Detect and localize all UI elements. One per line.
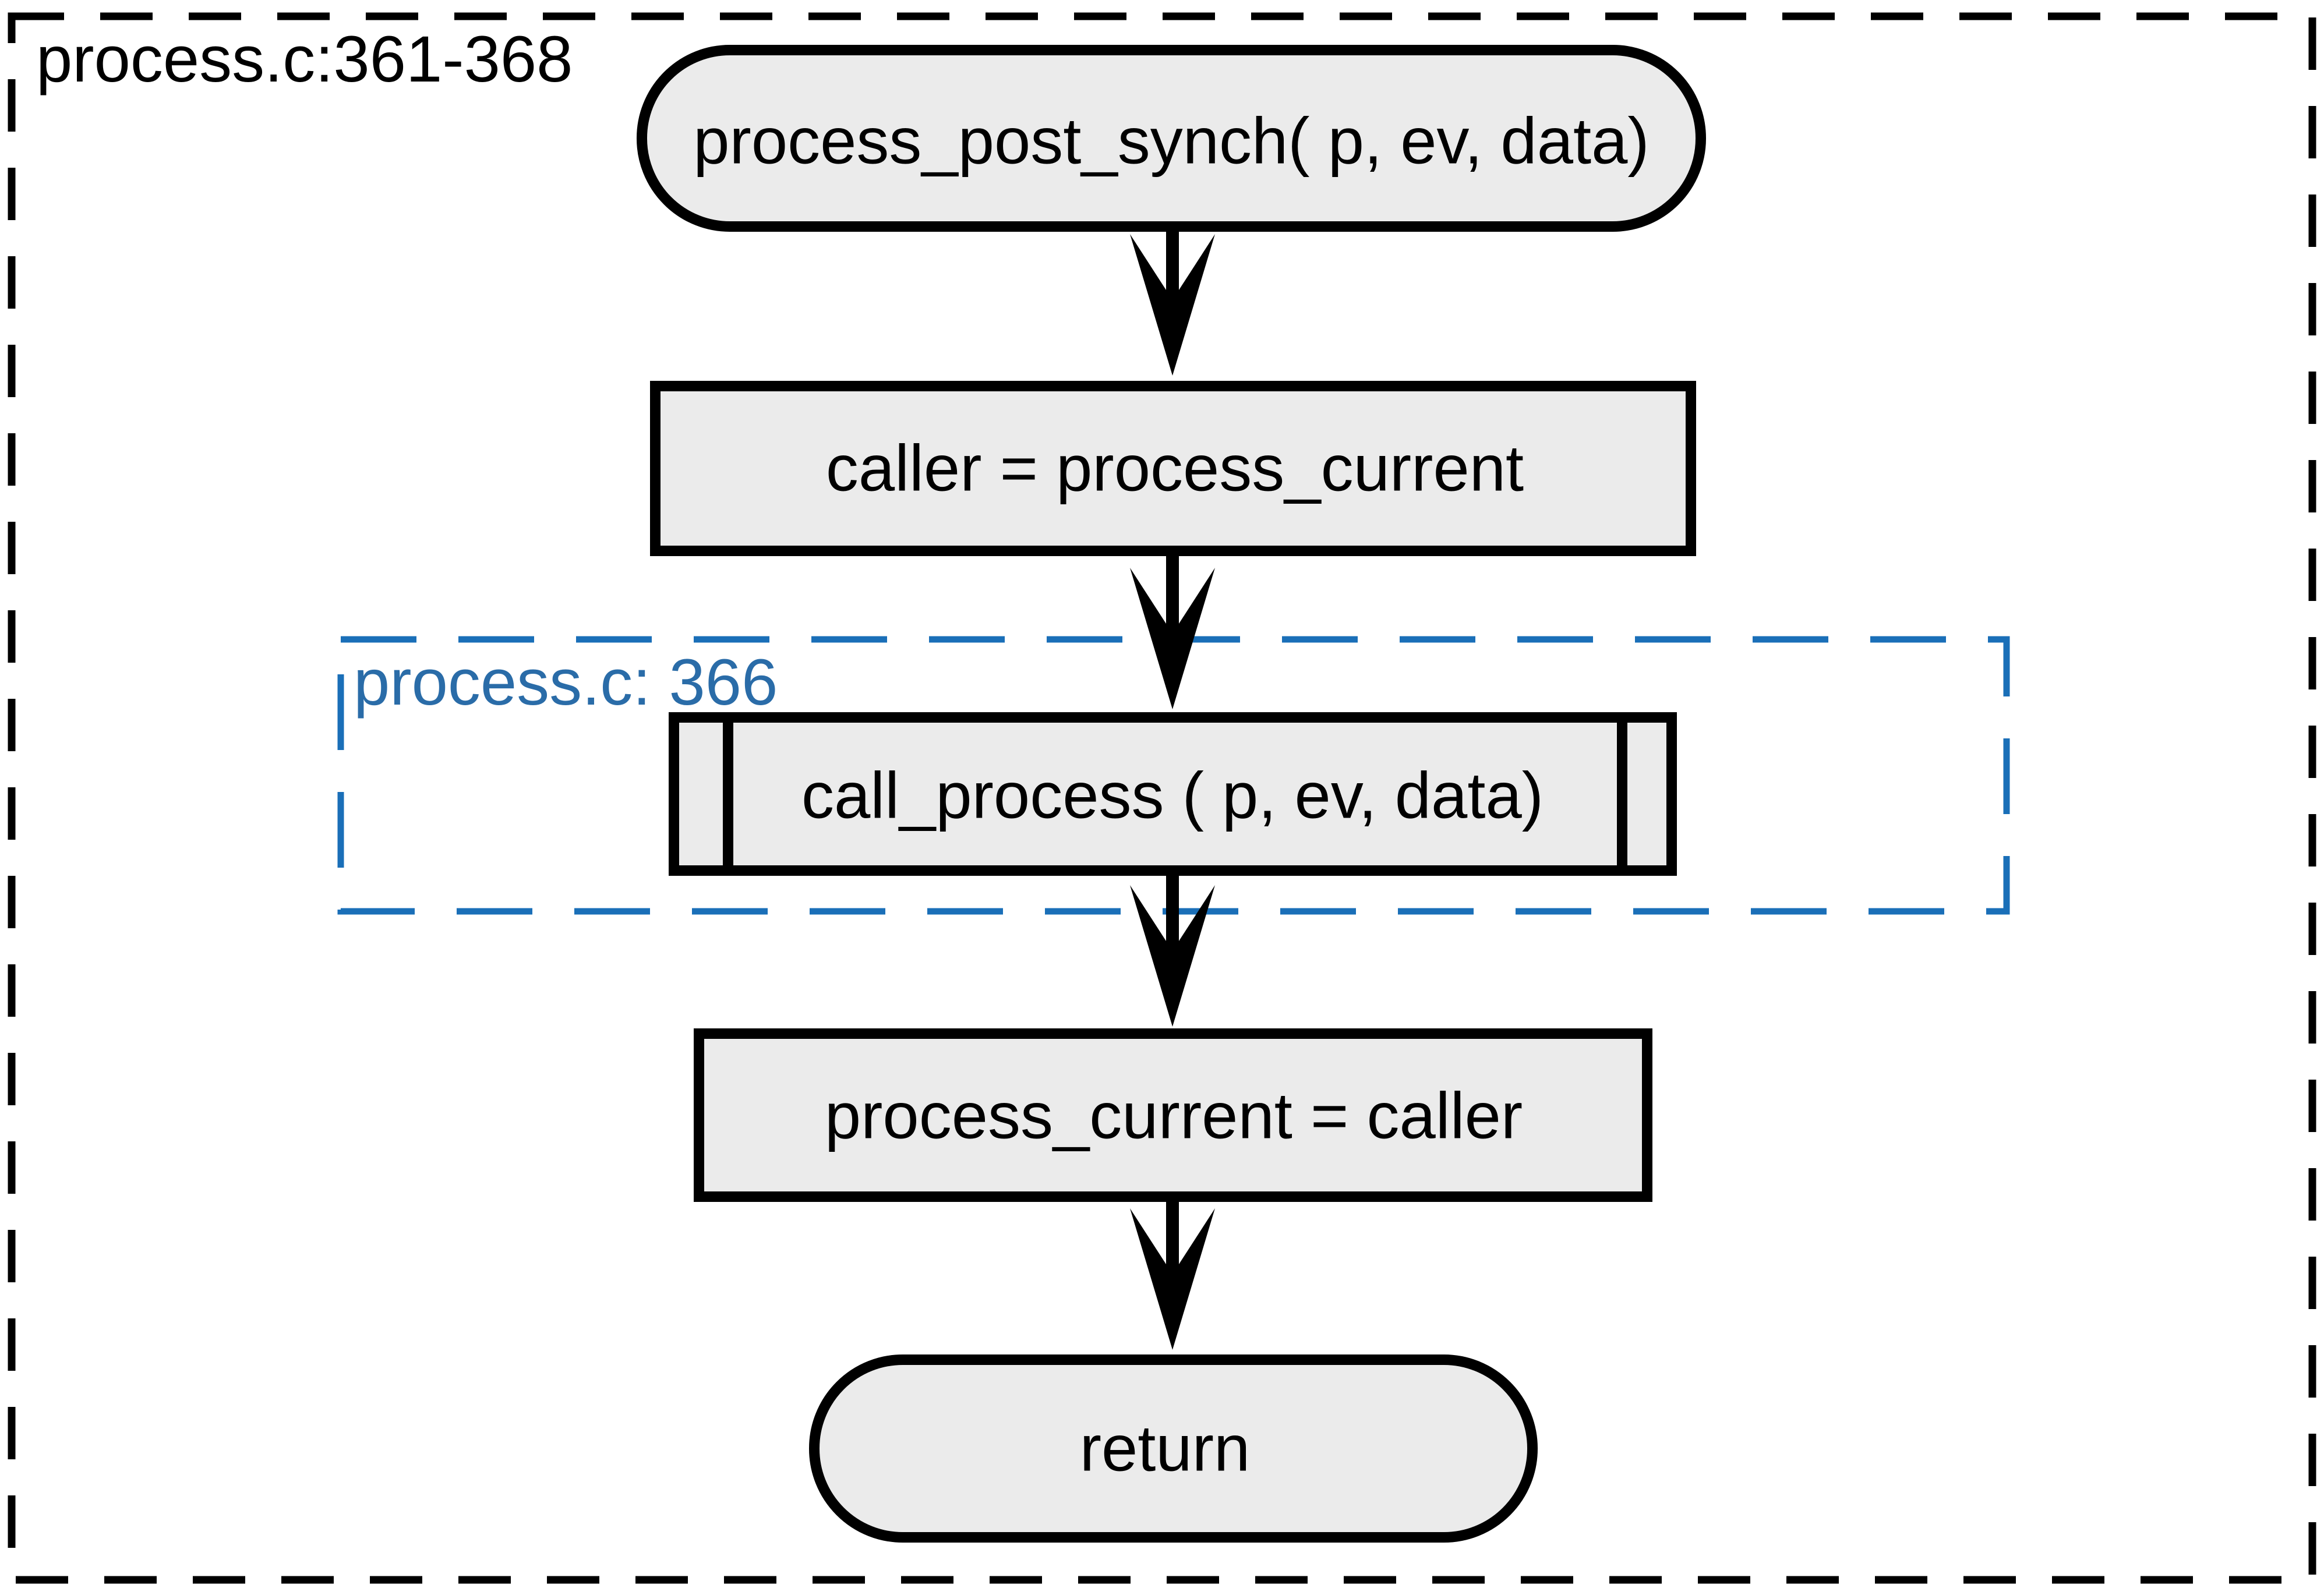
arrowhead-icon xyxy=(1130,885,1215,1027)
start-node[interactable]: process_post_synch( p, ev, data) xyxy=(637,45,1706,232)
connector-call-to-restore xyxy=(1130,871,1215,1027)
restore-current-label: process_current = caller xyxy=(825,1080,1523,1152)
call-process-label: call_process ( p, ev, data) xyxy=(801,759,1544,832)
end-node[interactable]: return xyxy=(809,1354,1538,1543)
call-process-node[interactable]: call_process ( p, ev, data) xyxy=(669,712,1677,876)
restore-current-node[interactable]: process_current = caller xyxy=(694,1028,1652,1202)
connector-start-to-assign xyxy=(1130,226,1215,376)
arrowhead-icon xyxy=(1130,568,1215,709)
assign-caller-label: caller = process_current xyxy=(826,432,1524,505)
connector-restore-to-end xyxy=(1130,1197,1215,1350)
arrowhead-icon xyxy=(1130,1208,1215,1350)
assign-caller-node[interactable]: caller = process_current xyxy=(650,381,1696,556)
inner-frame-label: process.c: 366 xyxy=(354,646,778,719)
arrowhead-icon xyxy=(1130,234,1215,376)
connector-assign-to-call xyxy=(1130,551,1215,709)
start-node-label: process_post_synch( p, ev, data) xyxy=(693,105,1649,178)
end-node-label: return xyxy=(1080,1412,1251,1485)
outer-frame-label: process.c:361-368 xyxy=(36,23,573,96)
outer-frame xyxy=(8,12,2316,1584)
